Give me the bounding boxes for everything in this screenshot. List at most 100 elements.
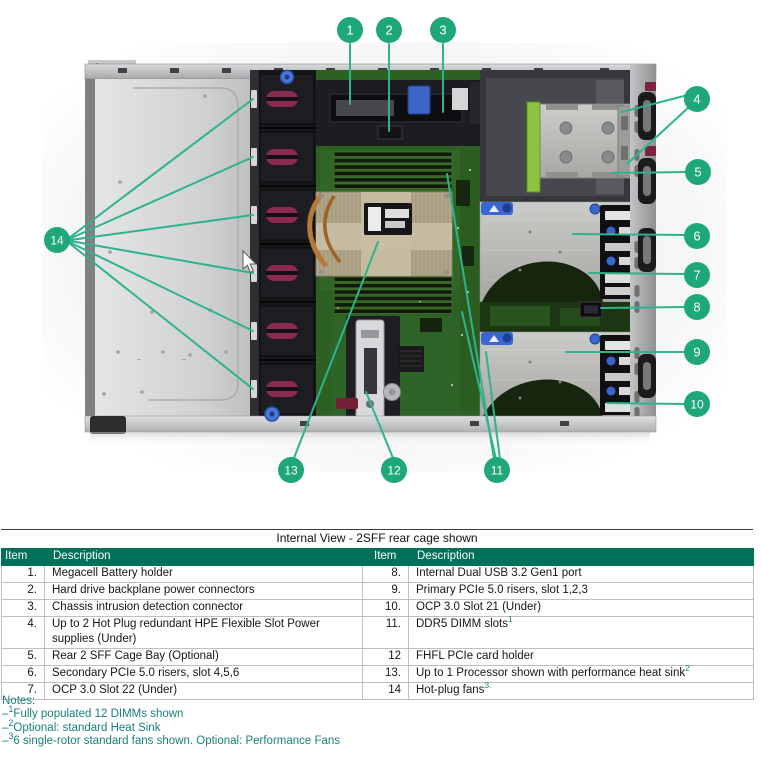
riser-cage-2 [479, 331, 654, 419]
svg-text:1: 1 [346, 23, 353, 38]
item-description: OCP 3.0 Slot 22 (Under) [44, 682, 363, 700]
table-header-row: Item Description Item Description [1, 548, 754, 566]
dimm-banks [333, 151, 453, 314]
item-number: 8. [362, 565, 409, 583]
item-description: Internal Dual USB 3.2 Gen1 port [408, 565, 754, 583]
item-number: 14 [362, 682, 409, 700]
footnote-ref: 3. [484, 680, 492, 691]
svg-text:12: 12 [387, 464, 401, 478]
callout-11: 11 [484, 457, 510, 483]
svg-text:2: 2 [385, 23, 392, 38]
note-text: 6 single-rotor standard fans shown. Opti… [13, 735, 341, 748]
callout-8: 8 [684, 294, 710, 320]
svg-text:4: 4 [693, 92, 700, 107]
item-description: Primary PCIe 5.0 risers, slot 1,2,3 [408, 582, 754, 600]
note-text: Optional: standard Heat Sink [13, 721, 161, 734]
item-description: Hot-plug fans3. [408, 680, 754, 700]
notes-label: Notes: [2, 695, 36, 707]
svg-text:9: 9 [693, 345, 700, 360]
svg-text:~: ~ [137, 357, 141, 364]
callout-12: 12 [381, 457, 407, 483]
item-number: 9. [362, 582, 409, 600]
item-number: 7. [1, 682, 45, 700]
note-item: –2Optional: standard Heat Sink [2, 717, 161, 734]
svg-text:3: 3 [439, 23, 446, 38]
fan-modules [251, 73, 315, 415]
svg-text:13: 13 [284, 464, 298, 478]
fan-cage [250, 69, 316, 418]
mouse-cursor [242, 249, 258, 273]
callout-14: 14 [44, 227, 70, 253]
rear-wall [630, 64, 656, 432]
callout-7: 7 [684, 262, 710, 288]
svg-text:5: 5 [694, 165, 701, 180]
item-description: Hard drive backplane power connectors [44, 582, 363, 600]
item-number: 11. [362, 616, 409, 649]
item-number: 6. [1, 665, 45, 683]
callout-1: 1 [337, 17, 363, 43]
item-description: Up to 1 Processor shown with performance… [408, 663, 754, 683]
figure-table-section: Internal View - 2SFF rear cage shown Ite… [1, 529, 754, 700]
blue-connector [407, 85, 431, 115]
item-description: Megacell Battery holder [44, 565, 363, 583]
note-number: 1 [8, 704, 14, 715]
item-number: 1. [1, 565, 45, 583]
table-row: 2. Hard drive backplane power connectors… [1, 582, 754, 600]
item-number: 5. [1, 648, 45, 666]
item-number: 13. [362, 665, 409, 683]
callout-2: 2 [376, 17, 402, 43]
callout-circles: 1 2 3 4 5 6 7 8 9 10 11 12 13 14 [44, 17, 711, 483]
item-table: Item Description Item Description 1. Meg… [1, 548, 754, 700]
item-description: Up to 2 Hot Plug redundant HPE Flexible … [44, 616, 363, 649]
notes-section: Notes: –1Fully populated 12 DIMMs shown … [2, 695, 340, 749]
processor-heat-sink [307, 191, 453, 277]
svg-text:10: 10 [690, 398, 704, 412]
item-number: 10. [362, 599, 409, 617]
riser-gap [480, 301, 650, 332]
callout-13: 13 [278, 457, 304, 483]
item-number: 2. [1, 582, 45, 600]
item-number: 3. [1, 599, 45, 617]
callout-10: 10 [684, 391, 710, 417]
footnote-ref: 2 [685, 663, 690, 674]
svg-text:11: 11 [491, 464, 504, 478]
item-description: Secondary PCIe 5.0 risers, slot 4,5,6 [44, 665, 363, 683]
battery-holder-region [316, 80, 498, 146]
item-number: 12 [362, 648, 409, 666]
callout-5: 5 [685, 159, 711, 185]
note-number: 2 [8, 717, 14, 728]
table-title: Internal View - 2SFF rear cage shown [276, 531, 478, 545]
table-row: 1. Megacell Battery holder 8. Internal D… [1, 565, 754, 583]
table-row: 7. OCP 3.0 Slot 22 (Under) 14 Hot-plug f… [1, 680, 754, 700]
footnote-ref: 1 [508, 614, 513, 625]
psu-bay [480, 70, 633, 202]
note-item: –1Fully populated 12 DIMMs shown [2, 704, 184, 721]
callout-leader-lines [68, 43, 690, 460]
item-description: Rear 2 SFF Cage Bay (Optional) [44, 648, 363, 666]
green-release-bar [526, 101, 541, 193]
chassis-bottom-rail [84, 406, 657, 445]
callout-6: 6 [684, 223, 710, 249]
board-components [383, 346, 424, 401]
table-row: 3. Chassis intrusion detection connector… [1, 599, 754, 617]
item-description: Chassis intrusion detection connector [44, 599, 363, 617]
note-text: Fully populated 12 DIMMs shown [13, 708, 184, 721]
table-row: 4. Up to 2 Hot Plug redundant HPE Flexib… [1, 614, 754, 649]
item-description: FHFL PCIe card holder [408, 648, 754, 666]
svg-text:6: 6 [693, 229, 700, 244]
item-description: DDR5 DIMM slots1 [408, 614, 754, 649]
svg-text:8: 8 [693, 300, 700, 315]
server-internal-view-figure: ~ ~ [42, 17, 727, 483]
col-header-desc-right: Description [408, 548, 754, 566]
table-row: 6. Secondary PCIe 5.0 risers, slot 4,5,6… [1, 663, 754, 683]
col-header-item-left: Item [1, 548, 45, 566]
note-number: 3 [8, 731, 14, 742]
table-row: 5. Rear 2 SFF Cage Bay (Optional) 12 FHF… [1, 648, 754, 666]
callout-9: 9 [684, 339, 710, 365]
svg-text:~: ~ [182, 357, 186, 364]
callout-4: 4 [684, 86, 710, 112]
riser-cage-1 [479, 201, 654, 303]
item-number: 4. [1, 616, 45, 649]
col-header-item-right: Item [362, 548, 409, 566]
